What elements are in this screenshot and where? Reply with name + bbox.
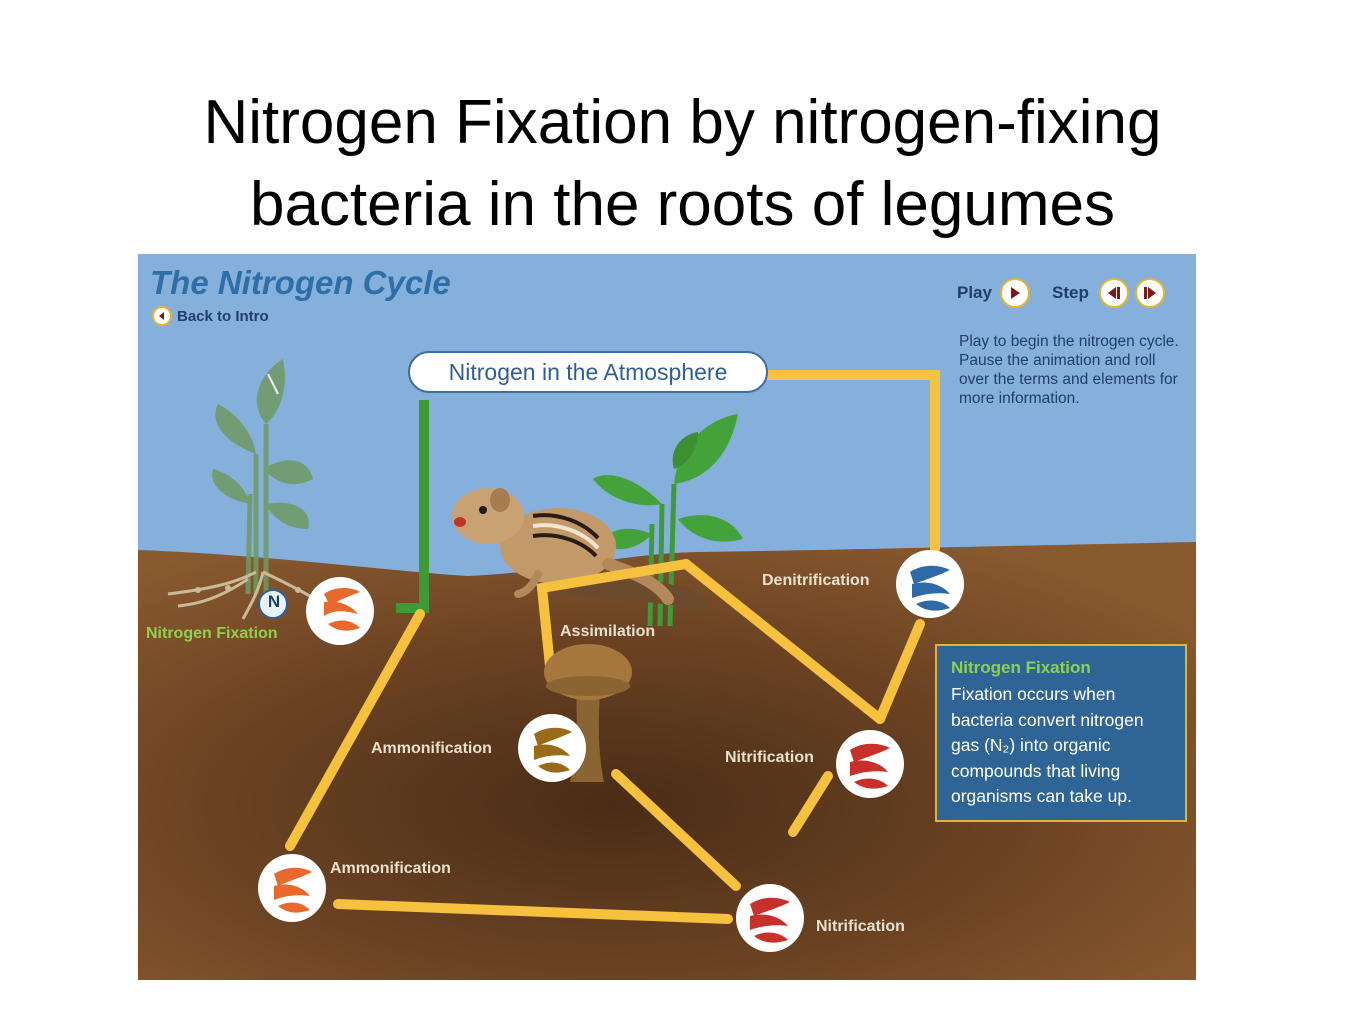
label-nitrogen-fixation[interactable]: Nitrogen Fixation (146, 625, 278, 642)
label-ammonification-lower[interactable]: Ammonification (330, 860, 451, 877)
n-molecule-icon[interactable] (258, 589, 288, 619)
step-forward-button[interactable] (1134, 278, 1165, 308)
bacteria-nitrification-upper[interactable] (836, 730, 904, 798)
panel-title: The Nitrogen Cycle (150, 264, 451, 301)
play-button[interactable] (999, 278, 1030, 308)
bacteria-ammonification-upper[interactable] (518, 714, 586, 782)
label-nitrification-upper[interactable]: Nitrification (725, 749, 814, 766)
info-heading: Nitrogen Fixation (951, 658, 1091, 677)
bacteria-ammonification-lower[interactable] (258, 854, 326, 922)
bacteria-fixation[interactable] (306, 577, 374, 645)
playback-controls: Play Step (957, 278, 1165, 308)
label-denitrification[interactable]: Denitrification (762, 572, 870, 589)
chipmunk (452, 488, 674, 605)
slide-title-line-1: Nitrogen Fixation by nitrogen-fixing (203, 88, 1162, 157)
step-back-button[interactable] (1098, 278, 1129, 308)
back-arrow-icon (152, 306, 172, 326)
step-forward-icon (1143, 287, 1156, 299)
info-body: Fixation occurs when bacteria convert ni… (951, 684, 1144, 806)
play-icon (1010, 287, 1020, 299)
slide-title-line-2: bacteria in the roots of legumes (249, 170, 1116, 239)
back-to-intro-button[interactable]: Back to Intro (152, 306, 269, 326)
n-symbol: N (267, 592, 281, 611)
slide-title: Nitrogen Fixation by nitrogen-fixing bac… (0, 82, 1365, 246)
step-back-icon (1107, 287, 1120, 299)
label-ammonification-upper[interactable]: Ammonification (371, 740, 492, 757)
nitrogen-cycle-panel: The Nitrogen Cycle Back to Intro Play St… (138, 254, 1196, 980)
step-label: Step (1051, 283, 1089, 302)
info-box: Nitrogen Fixation Fixation occurs when b… (935, 644, 1187, 822)
bacteria-denitrification[interactable] (896, 550, 964, 618)
label-assimilation[interactable]: Assimilation (560, 623, 656, 640)
atmosphere-label[interactable]: Nitrogen in the Atmosphere (408, 351, 768, 393)
path-to-fixation (396, 400, 429, 613)
bacteria-nitrification-lower[interactable] (736, 884, 804, 952)
instructions-text: Play to begin the nitrogen cycle. Pause … (959, 333, 1179, 407)
cycle-paths (285, 370, 940, 924)
back-to-intro-label: Back to Intro (177, 307, 269, 325)
play-label: Play (957, 283, 992, 302)
label-nitrification-lower[interactable]: Nitrification (816, 918, 905, 935)
